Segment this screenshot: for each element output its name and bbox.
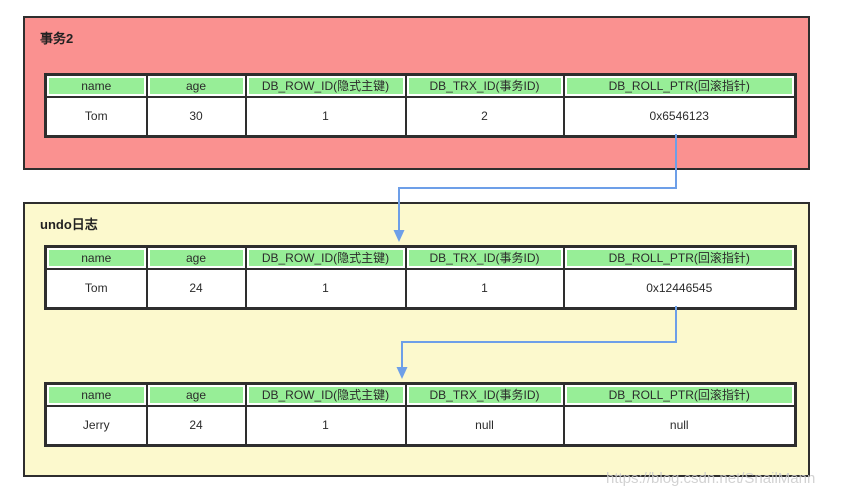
table-row: Tom 30 1 2 0x6546123: [44, 95, 797, 138]
transaction-box: 事务2 name age DB_ROW_ID(隐式主键) DB_TRX_ID(事…: [23, 16, 810, 170]
cell-db-row-id: 1: [244, 404, 407, 447]
cell-name: Jerry: [44, 404, 148, 447]
undo-log-record-table-2: name age DB_ROW_ID(隐式主键) DB_TRX_ID(事务ID)…: [44, 382, 797, 447]
col-header-age: age: [145, 245, 247, 270]
table-row: Jerry 24 1 null null: [44, 404, 797, 447]
col-header-db-row-id: DB_ROW_ID(隐式主键): [244, 73, 407, 98]
col-header-db-trx-id: DB_TRX_ID(事务ID): [404, 382, 565, 407]
col-header-name: name: [44, 245, 148, 270]
table-header-row: name age DB_ROW_ID(隐式主键) DB_TRX_ID(事务ID)…: [44, 382, 797, 407]
cell-age: 24: [145, 267, 247, 310]
cell-db-roll-ptr: 0x12446545: [562, 267, 797, 310]
cell-name: Tom: [44, 95, 148, 138]
cell-age: 30: [145, 95, 247, 138]
col-header-age: age: [145, 73, 247, 98]
col-header-name: name: [44, 382, 148, 407]
cell-db-roll-ptr: 0x6546123: [562, 95, 797, 138]
cell-db-row-id: 1: [244, 267, 407, 310]
table-row: Tom 24 1 1 0x12446545: [44, 267, 797, 310]
cell-db-roll-ptr: null: [562, 404, 797, 447]
col-header-age: age: [145, 382, 247, 407]
table-header-row: name age DB_ROW_ID(隐式主键) DB_TRX_ID(事务ID)…: [44, 245, 797, 270]
undo-log-box: undo日志 name age DB_ROW_ID(隐式主键) DB_TRX_I…: [23, 202, 810, 477]
table-header-row: name age DB_ROW_ID(隐式主键) DB_TRX_ID(事务ID)…: [44, 73, 797, 98]
undo-log-record-table-1: name age DB_ROW_ID(隐式主键) DB_TRX_ID(事务ID)…: [44, 245, 797, 310]
transaction-record-table: name age DB_ROW_ID(隐式主键) DB_TRX_ID(事务ID)…: [44, 73, 797, 138]
transaction-box-title: 事务2: [40, 31, 74, 46]
cell-db-trx-id: null: [404, 404, 565, 447]
col-header-db-roll-ptr: DB_ROLL_PTR(回滚指针): [562, 73, 797, 98]
cell-db-row-id: 1: [244, 95, 407, 138]
cell-name: Tom: [44, 267, 148, 310]
col-header-db-trx-id: DB_TRX_ID(事务ID): [404, 73, 565, 98]
cell-age: 24: [145, 404, 247, 447]
cell-db-trx-id: 1: [404, 267, 565, 310]
undo-log-box-title: undo日志: [40, 217, 98, 232]
col-header-name: name: [44, 73, 148, 98]
cell-db-trx-id: 2: [404, 95, 565, 138]
col-header-db-roll-ptr: DB_ROLL_PTR(回滚指针): [562, 382, 797, 407]
col-header-db-row-id: DB_ROW_ID(隐式主键): [244, 245, 407, 270]
watermark-url: https://blog.csdn.net/SnailMann: [606, 470, 816, 487]
col-header-db-roll-ptr: DB_ROLL_PTR(回滚指针): [562, 245, 797, 270]
col-header-db-row-id: DB_ROW_ID(隐式主键): [244, 382, 407, 407]
col-header-db-trx-id: DB_TRX_ID(事务ID): [404, 245, 565, 270]
